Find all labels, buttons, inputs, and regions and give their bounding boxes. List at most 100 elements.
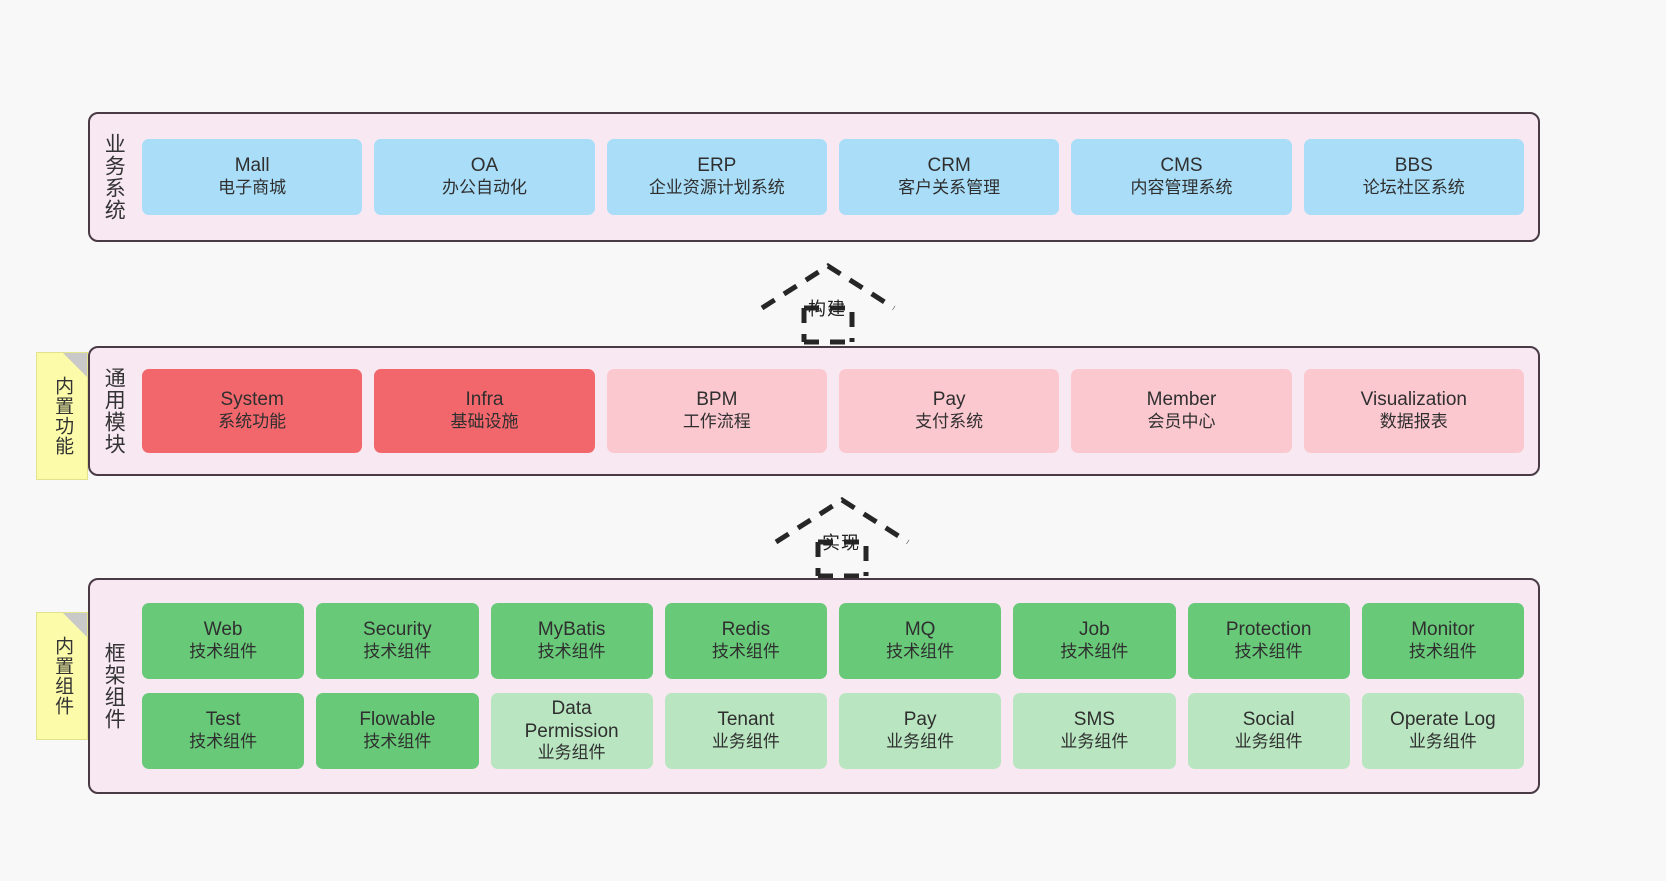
layer-framework-rows: Web 技术组件 Security 技术组件 MyBatis 技术组件 Redi… — [136, 580, 1538, 792]
node-mybatis[interactable]: MyBatis 技术组件 — [490, 603, 653, 679]
node-social-name: Social — [1242, 709, 1295, 731]
node-web[interactable]: Web 技术组件 — [142, 603, 305, 679]
node-mall-name: Mall — [234, 155, 270, 177]
note-fold-icon — [63, 353, 87, 377]
layer-framework-components: 框架组件 Web 技术组件 Security 技术组件 MyBatis 技术组件… — [88, 578, 1540, 794]
layer-business-title: 业务系统 — [102, 133, 126, 221]
node-oa-desc: 办公自动化 — [441, 177, 527, 197]
node-infra[interactable]: Infra 基础设施 — [374, 369, 595, 453]
node-security-name: Security — [363, 619, 432, 641]
layer-common-title: 通用模块 — [102, 367, 126, 455]
node-protection[interactable]: Protection 技术组件 — [1187, 603, 1350, 679]
connector-build-arrowhead — [760, 263, 896, 311]
node-social-desc: 业务组件 — [1234, 731, 1303, 751]
connector-build: 构建 — [758, 262, 898, 345]
node-monitor-desc: 技术组件 — [1408, 641, 1477, 661]
node-pay-component-name: Pay — [903, 709, 937, 731]
node-visualization-desc: 数据报表 — [1379, 411, 1448, 431]
node-redis-name: Redis — [721, 619, 771, 641]
node-bpm[interactable]: BPM 工作流程 — [606, 369, 827, 453]
node-flowable-name: Flowable — [359, 709, 436, 731]
node-flowable-desc: 技术组件 — [363, 731, 432, 751]
node-crm[interactable]: CRM 客户关系管理 — [838, 139, 1060, 215]
node-flowable[interactable]: Flowable 技术组件 — [316, 693, 479, 769]
note-builtin-component-label: 内置组件 — [52, 636, 74, 716]
node-mybatis-name: MyBatis — [537, 619, 606, 641]
node-mq[interactable]: MQ 技术组件 — [839, 603, 1002, 679]
node-monitor[interactable]: Monitor 技术组件 — [1361, 603, 1524, 679]
layer-common-nodes: System 系统功能 Infra 基础设施 BPM 工作流程 Pay 支付系统… — [136, 348, 1538, 474]
node-tenant-name: Tenant — [717, 709, 775, 731]
node-test[interactable]: Test 技术组件 — [142, 693, 305, 769]
node-bbs[interactable]: BBS 论坛社区系统 — [1303, 139, 1524, 215]
node-mall-desc: 电子商城 — [218, 177, 287, 197]
node-infra-desc: 基础设施 — [450, 411, 519, 431]
node-pay-component[interactable]: Pay 业务组件 — [839, 693, 1002, 769]
node-pay-component-desc: 业务组件 — [886, 731, 955, 751]
node-cms-desc: 内容管理系统 — [1130, 177, 1233, 197]
node-erp-name: ERP — [697, 155, 737, 177]
node-system-desc: 系统功能 — [218, 411, 287, 431]
layer-business-nodes: Mall 电子商城 OA 办公自动化 ERP 企业资源计划系统 CRM 客户关系… — [136, 114, 1538, 240]
node-mq-name: MQ — [904, 619, 936, 641]
layer-common-modules: 通用模块 System 系统功能 Infra 基础设施 BPM 工作流程 Pay… — [88, 346, 1540, 476]
node-sms[interactable]: SMS 业务组件 — [1013, 693, 1176, 769]
node-test-name: Test — [205, 709, 241, 731]
node-system-name: System — [220, 389, 284, 411]
node-mall[interactable]: Mall 电子商城 — [142, 139, 363, 215]
layer-business-systems: 业务系统 Mall 电子商城 OA 办公自动化 ERP 企业资源计划系统 CRM… — [88, 112, 1540, 242]
node-bbs-desc: 论坛社区系统 — [1362, 177, 1465, 197]
connector-implement-label: 实现 — [822, 533, 860, 553]
node-security-desc: 技术组件 — [363, 641, 432, 661]
node-oa-name: OA — [470, 155, 499, 177]
node-cms-name: CMS — [1160, 155, 1203, 177]
node-operate-log-desc: 业务组件 — [1408, 731, 1477, 751]
node-security[interactable]: Security 技术组件 — [316, 603, 479, 679]
node-mq-desc: 技术组件 — [886, 641, 955, 661]
node-visualization-name: Visualization — [1360, 389, 1467, 411]
layer-framework-title: 框架组件 — [102, 642, 126, 730]
node-data-permission-name: Data Permission — [524, 698, 619, 742]
node-job-name: Job — [1079, 619, 1110, 641]
node-member-desc: 会员中心 — [1147, 411, 1216, 431]
connector-build-label: 构建 — [808, 299, 846, 319]
node-data-permission-desc: 业务组件 — [537, 743, 606, 763]
note-builtin-function-label: 内置功能 — [52, 376, 74, 456]
node-pay-module-name: Pay — [932, 389, 966, 411]
node-pay-module[interactable]: Pay 支付系统 — [838, 369, 1060, 453]
node-protection-desc: 技术组件 — [1234, 641, 1303, 661]
node-redis-desc: 技术组件 — [711, 641, 780, 661]
node-member[interactable]: Member 会员中心 — [1071, 369, 1292, 453]
node-tenant[interactable]: Tenant 业务组件 — [664, 693, 827, 769]
node-social[interactable]: Social 业务组件 — [1187, 693, 1350, 769]
node-operate-log-name: Operate Log — [1390, 709, 1496, 731]
node-mybatis-desc: 技术组件 — [537, 641, 606, 661]
node-operate-log[interactable]: Operate Log 业务组件 — [1361, 693, 1524, 769]
node-web-name: Web — [203, 619, 243, 641]
node-erp[interactable]: ERP 企业资源计划系统 — [606, 139, 827, 215]
node-crm-name: CRM — [927, 155, 971, 177]
node-test-desc: 技术组件 — [189, 731, 258, 751]
node-data-permission[interactable]: Data Permission 业务组件 — [490, 693, 653, 769]
node-oa[interactable]: OA 办公自动化 — [374, 139, 595, 215]
node-visualization[interactable]: Visualization 数据报表 — [1303, 369, 1524, 453]
node-redis[interactable]: Redis 技术组件 — [664, 603, 827, 679]
connector-build-shaft — [801, 305, 855, 345]
node-bpm-name: BPM — [696, 389, 738, 411]
node-sms-desc: 业务组件 — [1060, 731, 1129, 751]
node-bbs-name: BBS — [1394, 155, 1433, 177]
node-protection-name: Protection — [1225, 619, 1312, 641]
node-pay-module-desc: 支付系统 — [915, 411, 984, 431]
node-cms[interactable]: CMS 内容管理系统 — [1071, 139, 1292, 215]
node-sms-name: SMS — [1073, 709, 1115, 731]
framework-row-tech: Web 技术组件 Security 技术组件 MyBatis 技术组件 Redi… — [142, 603, 1524, 679]
node-bpm-desc: 工作流程 — [682, 411, 751, 431]
node-tenant-desc: 业务组件 — [711, 731, 780, 751]
node-erp-desc: 企业资源计划系统 — [648, 177, 785, 197]
node-web-desc: 技术组件 — [189, 641, 258, 661]
note-fold-icon — [63, 613, 87, 637]
note-builtin-component: 内置组件 — [36, 612, 88, 740]
node-system[interactable]: System 系统功能 — [142, 369, 363, 453]
node-job[interactable]: Job 技术组件 — [1013, 603, 1176, 679]
